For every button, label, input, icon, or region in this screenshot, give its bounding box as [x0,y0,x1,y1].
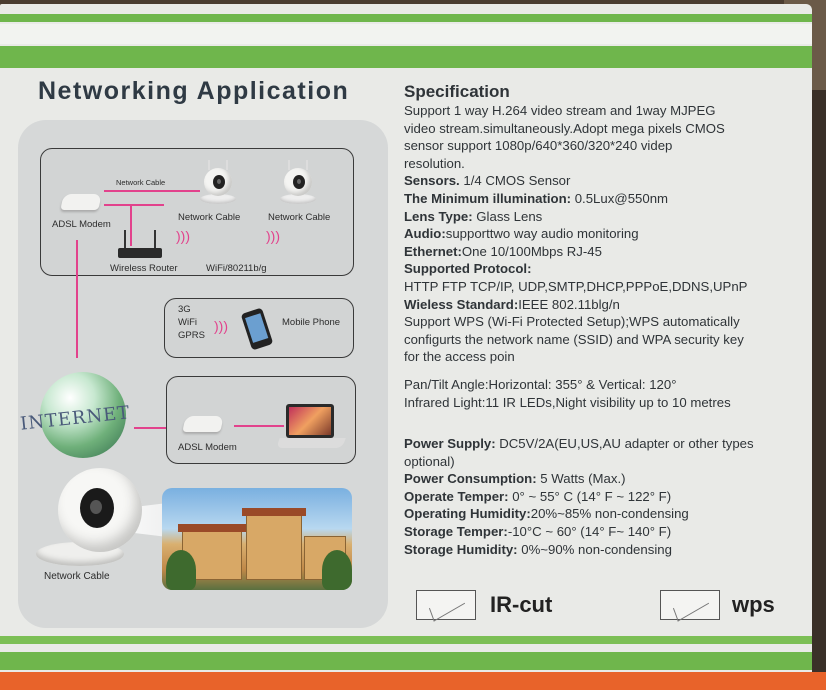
spec-protocol-label: Supported Protocol: [404,261,532,277]
wifi-waves-icon-2: ))) [266,228,280,244]
spec-power-supply: Power Supply: DC5V/2A(EU,US,AU adapter o… [404,436,754,452]
spec-wps-line: Support WPS (Wi-Fi Protected Setup);WPS … [404,314,740,330]
top-white-stripe [0,24,812,44]
label-mobile-phone: Mobile Phone [282,317,341,328]
arrow-internet-modem [134,427,178,429]
spec-sensors: Sensors. 1/4 CMOS Sensor [404,173,571,189]
spec-power-supply-cont: optional) [404,453,455,469]
label-network-cable-2: Network Cable [268,212,331,223]
label-network-cable-bottom: Network Cable [44,571,110,582]
label-adsl-modem-1: ADSL Modem [52,219,111,230]
wps-checkbox [660,590,720,622]
bottom-green-band [0,652,812,670]
label-wifi: WiFi [178,317,197,328]
spec-intro-line: Support 1 way H.264 video stream and 1wa… [404,103,716,118]
label-network-cable-1: Network Cable [178,212,241,223]
top-green-stripe [0,14,812,22]
spec-operating-humidity: Operating Humidity:20%~85% non-condensin… [404,506,689,522]
arrow-modem-laptop [234,425,284,427]
spec-operate-temp: Operate Temper: 0° ~ 55° C (14° F ~ 122°… [404,488,672,504]
spec-heading: Specification [404,82,510,101]
adsl-modem-icon [60,194,102,210]
specification-block: Specification Support 1 way H.264 video … [404,82,804,558]
spec-min-illumination: The Minimum illumination: 0.5Lux@550nm [404,190,669,206]
label-network-cable-top: Network Cable [116,178,166,187]
ircut-checkbox [416,590,476,622]
spec-wps-line: configurts the network name (SSID) and W… [404,331,744,347]
spec-storage-humidity: Storage Humidity: 0%~90% non-condensing [404,541,672,557]
label-wireless-router: Wireless Router [110,263,178,274]
house-photo [162,488,352,590]
spec-intro-line: video stream.simultaneously.Adopt mega p… [404,120,725,136]
label-gprs: GPRS [178,330,205,341]
spec-audio: Audio:supporttwo way audio monitoring [404,226,639,242]
label-adsl-modem-2: ADSL Modem [178,442,237,453]
arrow-cable-top [104,190,200,192]
orange-surface [0,672,826,690]
ircut-label: IR-cut [490,592,553,617]
check-icon [428,590,466,622]
label-3g: 3G [178,304,191,315]
arrow-modem-internet [76,240,78,358]
wps-label: wps [732,592,775,617]
section-title: Networking Application [38,77,350,105]
spec-storage-temp: Storage Temper:-10°C ~ 60° (14° F~ 140° … [404,524,672,540]
spec-ethernet: Ethernet:One 10/100Mbps RJ-45 [404,243,602,259]
spec-wps-line: for the access poin [404,349,515,365]
spec-infrared: Infrared Light:11 IR LEDs,Night visibili… [404,394,731,410]
spec-power-consumption: Power Consumption: 5 Watts (Max.) [404,471,626,487]
spec-lens-type: Lens Type: Glass Lens [404,208,543,224]
spec-intro-line: sensor support 1080p/640*360/320*240 vid… [404,138,673,154]
bottom-green-stripe [0,636,812,644]
top-green-band [0,46,812,68]
wireless-router-icon [118,230,162,258]
label-wifi-standard: WiFi/80211b/g [206,263,267,274]
spec-intro-line: resolution. [404,155,465,171]
arrow-cable-mid [104,204,164,206]
adsl-modem-icon-2 [182,416,224,432]
globe-icon [40,372,126,458]
check-icon [672,590,710,622]
arrow-router-link [130,206,132,246]
wifi-waves-icon-1: ))) [176,228,190,244]
spec-pan-tilt: Pan/Tilt Angle:Horizontal: 355° & Vertic… [404,376,677,392]
spec-wireless: Wieless Standard:IEEE 802.11blg/n [404,296,620,312]
wifi-waves-icon-3: ))) [214,318,228,334]
spec-protocol-value: HTTP FTP TCP/IP, UDP,SMTP,DHCP,PPPoE,DDN… [404,278,748,294]
